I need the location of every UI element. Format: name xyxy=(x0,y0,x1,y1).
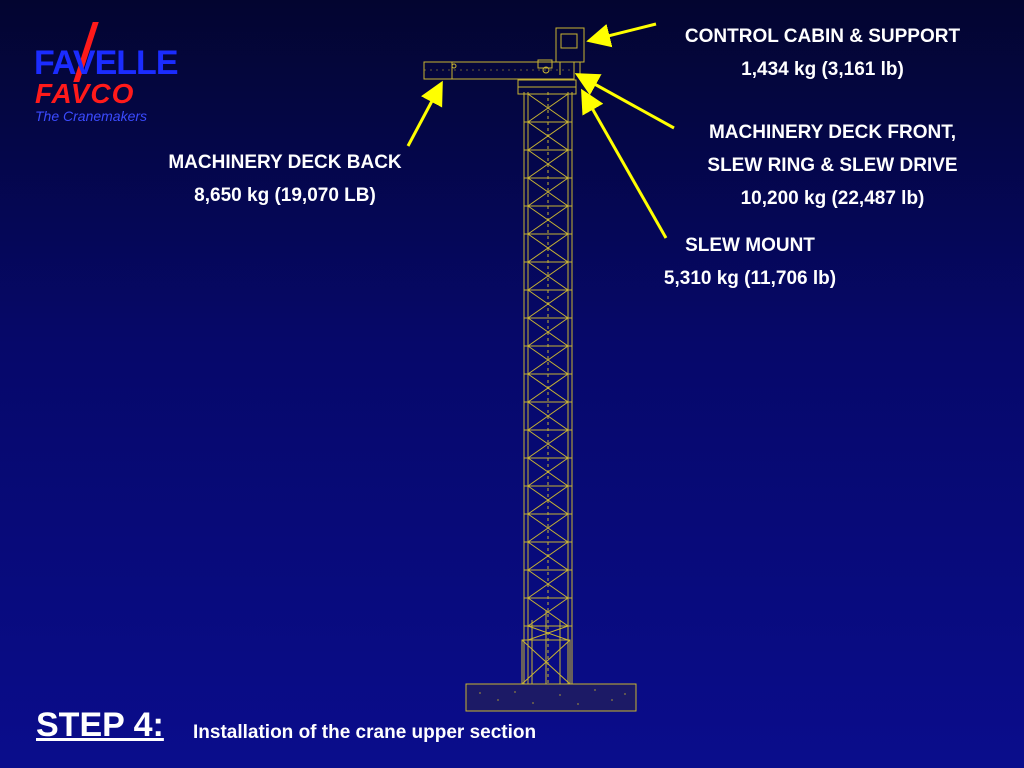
mast-diagonal-member xyxy=(527,121,569,151)
crane-base-frame xyxy=(521,610,571,685)
mast-diagonal-member xyxy=(527,569,569,599)
arrow-deck-back xyxy=(406,80,443,147)
mast-diagonal-member xyxy=(527,541,569,571)
mast-diagonal-member xyxy=(527,261,569,291)
mast-diagonal-member xyxy=(527,513,569,543)
deck-back-title: MACHINERY DECK BACK xyxy=(168,152,402,173)
logo-tagline: The Cranemakers xyxy=(35,108,148,124)
deck-front-subtitle: SLEW RING & SLEW DRIVE xyxy=(707,155,958,176)
slew-mount-weight: 5,310 kg (11,706 lb) xyxy=(663,268,837,289)
control-cabin-title: CONTROL CABIN & SUPPORT xyxy=(684,26,961,47)
logo-favelle: FAVELLE xyxy=(34,44,178,82)
mast-diagonal-member xyxy=(527,93,569,123)
arrow-slew-mount xyxy=(581,88,668,239)
mast-diagonal-member xyxy=(527,429,569,459)
logo-favco: FAVCO xyxy=(35,78,135,109)
deck-front-weight: 10,200 kg (22,487 lb) xyxy=(740,188,925,209)
machinery-deck xyxy=(423,61,575,80)
mast-diagonal-member xyxy=(527,597,569,627)
control-cabin-weight: 1,434 kg (3,161 lb) xyxy=(741,59,904,80)
step-number: STEP 4: xyxy=(36,706,164,744)
leader-arrows xyxy=(406,22,675,239)
label-slew-mount: SLEW MOUNT 5,310 kg (11,706 lb) xyxy=(630,229,870,295)
label-machinery-deck-front: MACHINERY DECK FRONT, SLEW RING & SLEW D… xyxy=(660,116,1005,215)
tower-mast-bracing xyxy=(524,93,572,641)
mast-diagonal-member xyxy=(527,345,569,375)
mast-diagonal-member xyxy=(527,373,569,403)
favelle-favco-logo: FAVELLE FAVCO The Cranemakers xyxy=(34,20,194,130)
label-control-cabin: CONTROL CABIN & SUPPORT 1,434 kg (3,161 … xyxy=(650,20,995,86)
deck-front-title: MACHINERY DECK FRONT, xyxy=(708,122,956,143)
mast-diagonal-member xyxy=(527,289,569,319)
mast-diagonal-member xyxy=(527,177,569,207)
mast-diagonal-member xyxy=(527,485,569,515)
mast-diagonal-member xyxy=(527,233,569,263)
control-cabin xyxy=(555,27,585,75)
deck-details xyxy=(451,59,553,79)
slew-mount-title: SLEW MOUNT xyxy=(685,235,815,256)
step-description: Installation of the crane upper section xyxy=(193,722,537,743)
deck-back-weight: 8,650 kg (19,070 LB) xyxy=(194,185,376,206)
mast-diagonal-member xyxy=(527,149,569,179)
mast-diagonal-member xyxy=(527,625,569,641)
mast-diagonal-member xyxy=(527,401,569,431)
arrow-control-cabin xyxy=(586,22,657,48)
mast-diagonal-member xyxy=(527,205,569,235)
mast-diagonal-member xyxy=(527,457,569,487)
arrow-deck-front xyxy=(574,73,675,130)
foundation-texture xyxy=(479,689,626,705)
label-machinery-deck-back: MACHINERY DECK BACK 8,650 kg (19,070 LB) xyxy=(130,146,440,212)
mast-diagonal-member xyxy=(527,317,569,347)
crane-foundation xyxy=(465,683,637,712)
